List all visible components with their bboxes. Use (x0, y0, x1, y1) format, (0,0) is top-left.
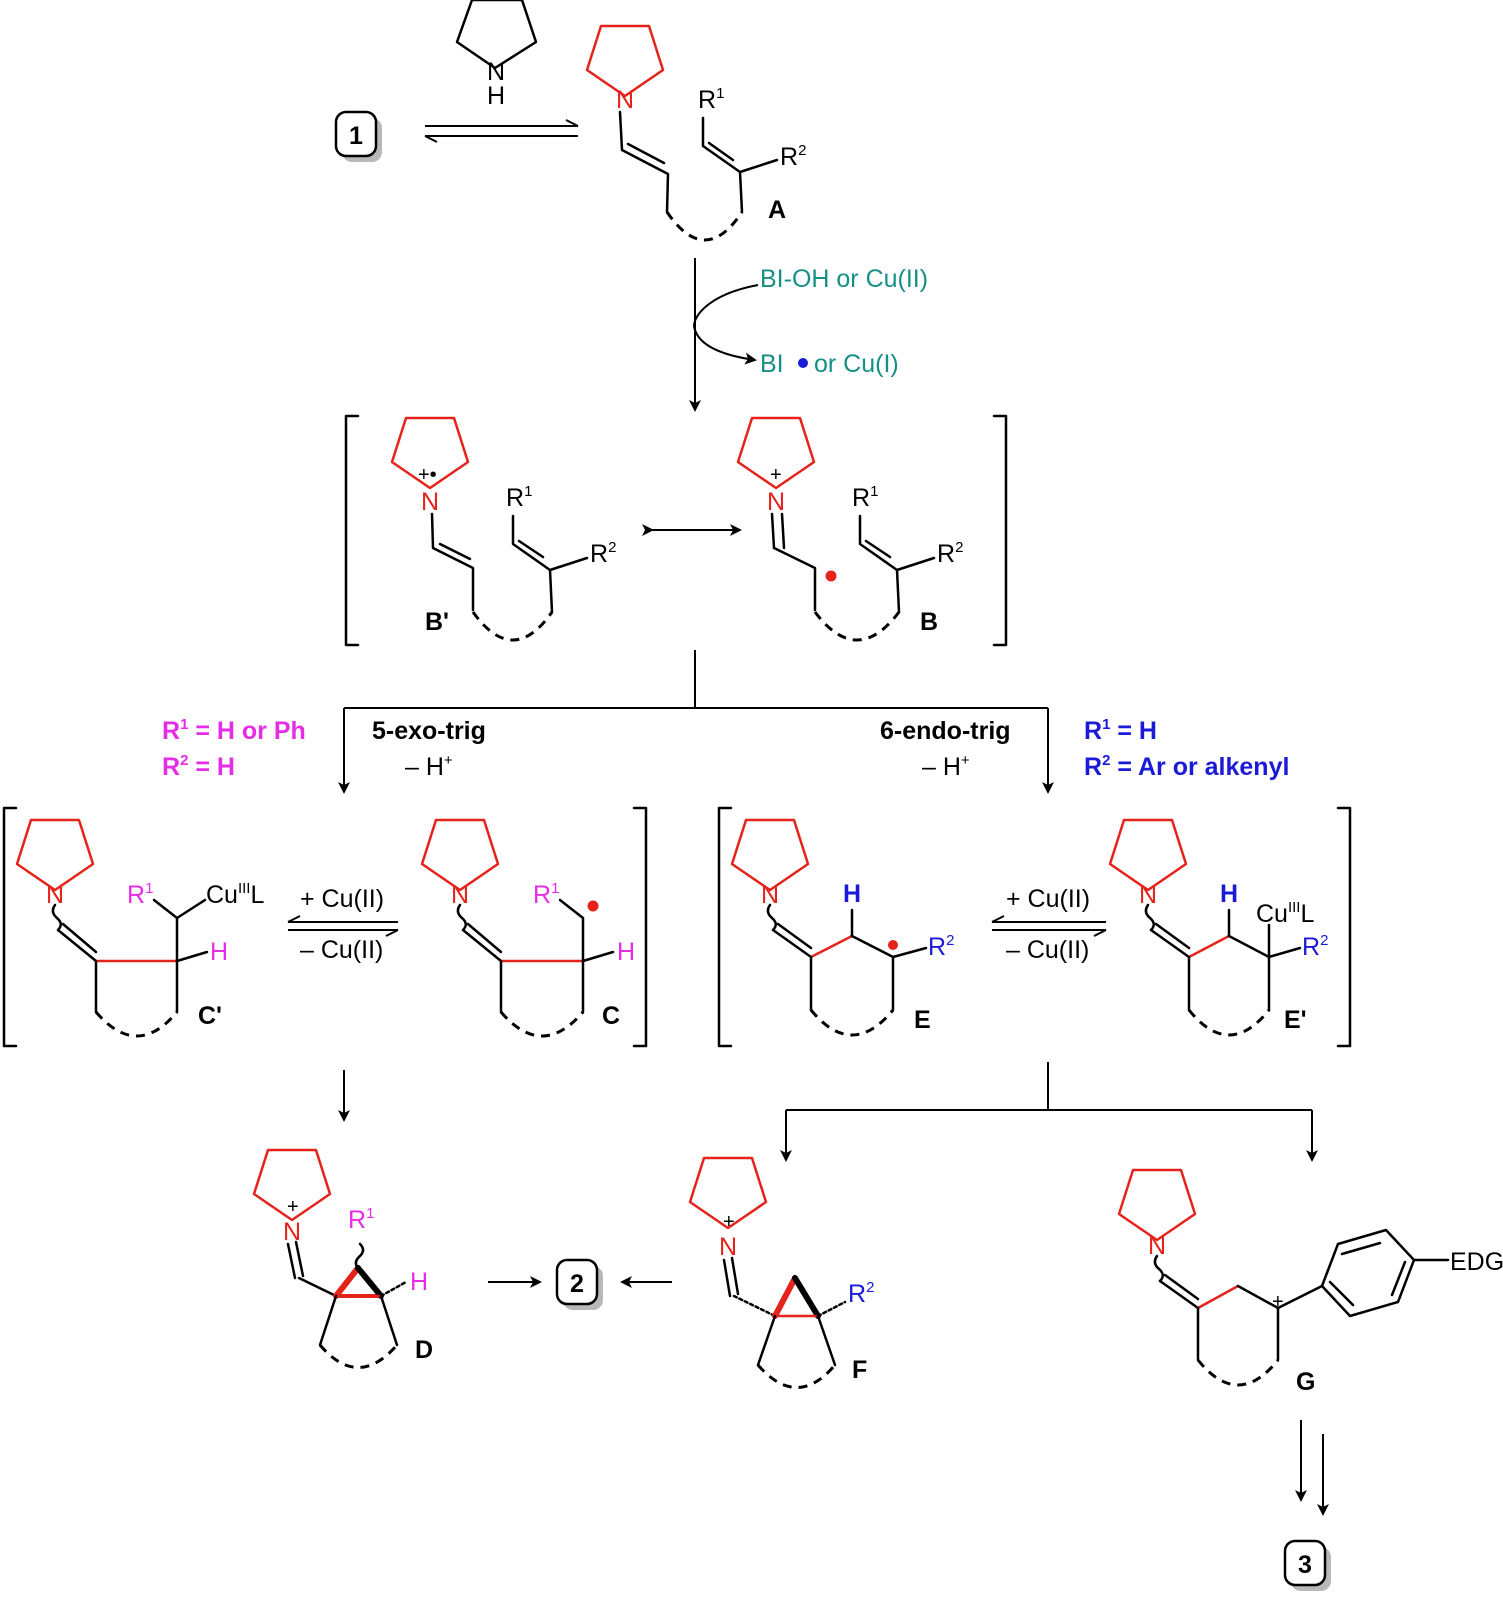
B-R1: R1 (852, 483, 878, 512)
right-pathway-name: 6-endo-trig (880, 717, 1011, 745)
label-G: G (1296, 1368, 1315, 1396)
radical-dot (798, 358, 808, 368)
compound-3-label: 3 (1298, 1551, 1312, 1579)
left-pathway-name: 5-exo-trig (372, 717, 486, 745)
intermediate-A: N R1 R2 A (585, 24, 806, 242)
G-N: N (1148, 1232, 1166, 1260)
bracket-E (717, 806, 1352, 1048)
equilibrium-Cu-left: + Cu(II) – Cu(II) (287, 885, 399, 964)
label-F: F (852, 1356, 867, 1384)
A-N: N (616, 86, 634, 114)
E-N: N (761, 881, 779, 909)
F-cation: + (723, 1211, 735, 1233)
F-R2: R2 (848, 1279, 874, 1308)
compound-2-box: 2 (555, 1258, 603, 1310)
intermediate-B-prime: N +• R1 R2 B' (390, 416, 616, 642)
Cp-CuL: CuIIIL (206, 880, 264, 909)
Bp-R1: R1 (506, 483, 532, 512)
D-R1: R1 (348, 1205, 374, 1234)
pyrrolidine-reagent: N H (455, 0, 538, 110)
equilibrium-Cu-right: + Cu(II) – Cu(II) (991, 885, 1107, 964)
intermediate-C: N R1 H C (420, 818, 635, 1038)
B-cation: + (770, 464, 782, 486)
C-R1: R1 (533, 880, 559, 909)
compound-3-box: 3 (1283, 1539, 1331, 1591)
G-EDG: EDG (1450, 1248, 1503, 1276)
C-radical-dot (587, 900, 599, 912)
E-R2: R2 (928, 932, 954, 961)
A-R1: R1 (698, 85, 724, 114)
B-N: N (767, 488, 785, 516)
Bp-N: N (421, 488, 439, 516)
left-cond-R2: R2 = H (162, 752, 235, 781)
label-E: E (914, 1006, 931, 1034)
intermediate-E: N H R2 E (730, 818, 954, 1037)
label-C-prime: C' (198, 1002, 222, 1030)
bracket-C (2, 806, 648, 1048)
product-F: N + R2 F (688, 1156, 874, 1389)
D-N: N (283, 1218, 301, 1246)
label-B-prime: B' (425, 608, 449, 636)
intermediate-B: N + R1 R2 B (736, 416, 963, 642)
Cp-N: N (46, 881, 64, 909)
left-plus-cu: + Cu(II) (300, 885, 384, 913)
A-R2: R2 (780, 142, 806, 171)
resonance-bracket (344, 414, 1008, 647)
G-cation: + (1272, 1291, 1284, 1313)
Bp-R2: R2 (590, 539, 616, 568)
label-C: C (602, 1002, 620, 1030)
right-minus-cu: – Cu(II) (1006, 936, 1089, 964)
equilibrium-arrow-1-A (424, 119, 579, 143)
Ep-N: N (1139, 881, 1157, 909)
Ep-H: H (1220, 880, 1238, 908)
intermediate-E-prime: N H CuIIIL R2 E' (1108, 818, 1328, 1037)
C-H: H (617, 938, 635, 966)
product-D: N + R1 H D (252, 1148, 433, 1369)
B-radical-dot (825, 570, 837, 582)
label-B: B (920, 608, 938, 636)
Ep-CuL: CuIIIL (1256, 899, 1314, 928)
Cp-H: H (210, 938, 228, 966)
C-N: N (451, 881, 469, 909)
compound-2-label: 2 (570, 1270, 584, 1298)
right-cond-R2: R2 = Ar or alkenyl (1084, 752, 1289, 781)
F-N: N (719, 1233, 737, 1261)
oxidant-text: BI-OH or Cu(II) (760, 265, 928, 293)
Bp-radical-cation: +• (418, 464, 437, 486)
pyrrolidine-N: N (487, 58, 505, 86)
E-H: H (843, 880, 861, 908)
right-deprotonation: – H+ (922, 752, 970, 781)
right-pathway-conditions: 6-endo-trig – H+ R1 = H R2 = Ar or alken… (880, 716, 1289, 781)
label-E-prime: E' (1284, 1006, 1307, 1034)
intermediate-C-prime: N R1 CuIIIL H C' (15, 818, 264, 1038)
D-cation: + (287, 1196, 299, 1218)
right-plus-cu: + Cu(II) (1006, 885, 1090, 913)
compound-1-label: 1 (349, 122, 363, 150)
branch-arrows-E (780, 1062, 1318, 1162)
left-minus-cu: – Cu(II) (300, 936, 383, 964)
reduced-BI-text: BI (760, 350, 784, 378)
D-H: H (410, 1268, 428, 1296)
cation-G: N + EDG G (1117, 1168, 1503, 1396)
left-deprotonation: – H+ (405, 752, 453, 781)
E-radical-dot (888, 940, 898, 950)
oxidation-arrow: BI-OH or Cu(II) BI or Cu(I) (689, 258, 928, 412)
branch-arrows-B (338, 650, 1054, 794)
pyrrolidine-H: H (487, 82, 505, 110)
Cp-R1: R1 (127, 880, 153, 909)
right-cond-R1: R1 = H (1084, 716, 1157, 745)
left-pathway-conditions: R1 = H or Ph R2 = H 5-exo-trig – H+ (162, 716, 486, 781)
B-R2: R2 (937, 539, 963, 568)
reduced-Cu-text: or Cu(I) (814, 350, 899, 378)
Ep-R2: R2 (1302, 932, 1328, 961)
multistep-arrow-G-to-3 (1295, 1420, 1329, 1516)
label-D: D (415, 1336, 433, 1364)
label-A: A (768, 196, 786, 224)
compound-1-box: 1 (334, 110, 382, 162)
left-cond-R1: R1 = H or Ph (162, 716, 306, 745)
